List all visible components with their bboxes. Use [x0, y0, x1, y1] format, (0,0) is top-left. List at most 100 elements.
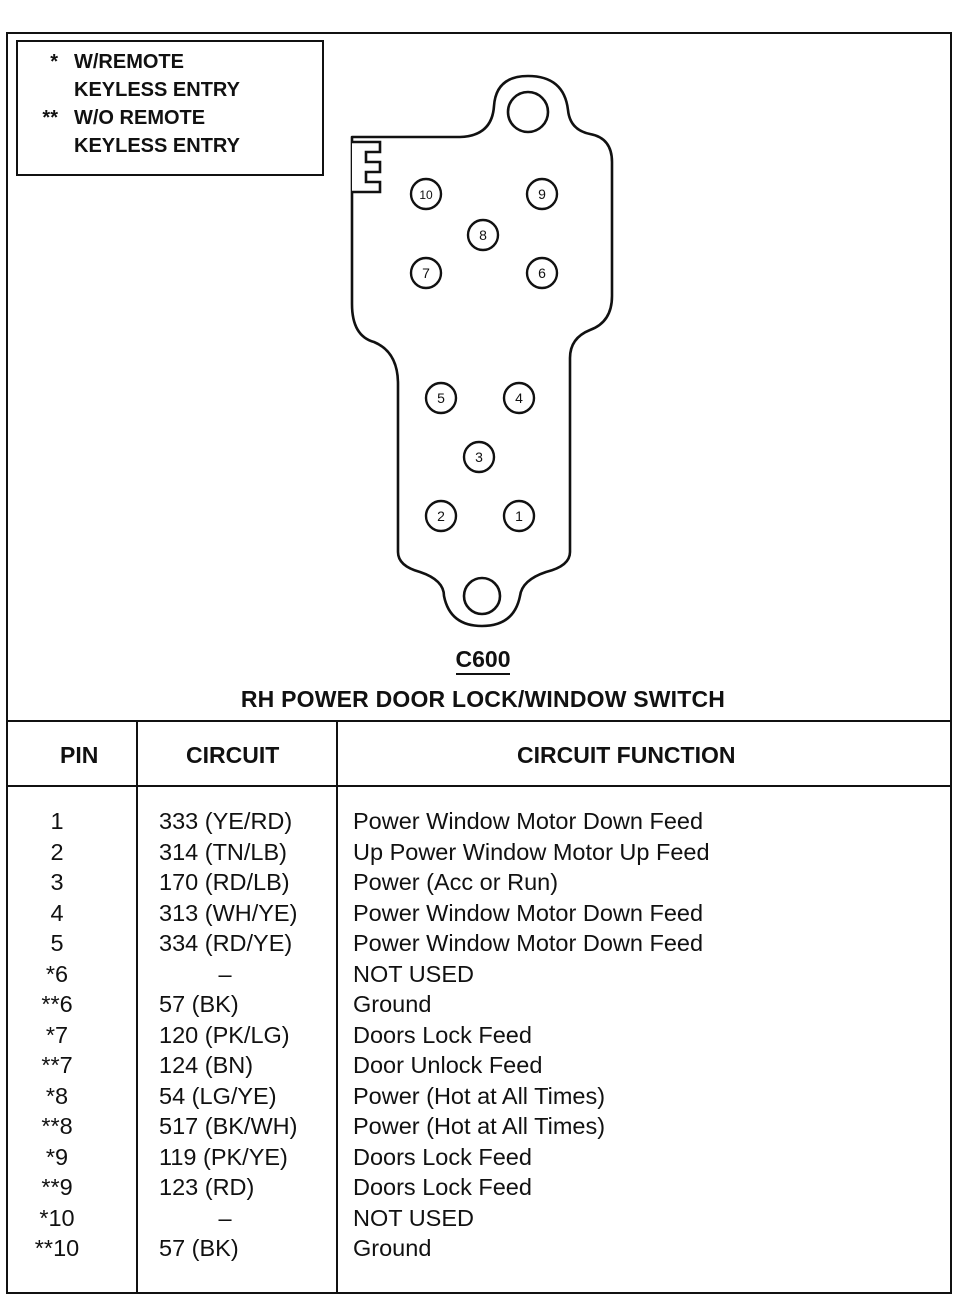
pin-cell: 4: [50, 899, 64, 926]
pin-number-label: 1: [515, 508, 523, 524]
table-row: **10 57 (BK) Ground: [0, 1235, 950, 1266]
function-cell: Door Unlock Feed: [353, 1052, 543, 1078]
function-cell: Doors Lock Feed: [353, 1174, 532, 1200]
pin-circle: [525, 256, 559, 290]
pin-cavity-6: 6: [525, 256, 559, 290]
pin-cell: *7: [45, 1021, 69, 1048]
diagram-frame: [6, 32, 952, 1294]
table-top-rule: [6, 720, 952, 722]
pin-cell: *9: [45, 1143, 69, 1170]
pin-number-label: 8: [479, 227, 487, 243]
legend-mark: *: [50, 51, 58, 73]
circuit-cell: 334 (RD/YE): [159, 930, 293, 956]
table-row: 4 313 (WH/YE) Power Window Motor Down Fe…: [0, 900, 950, 931]
pin-number-label: 3: [475, 449, 483, 465]
function-cell: Doors Lock Feed: [353, 1143, 532, 1170]
function-cell: Power (Acc or Run): [353, 869, 559, 895]
function-cell: NOT USED: [353, 1204, 474, 1231]
pin-cell: **8: [41, 1113, 73, 1139]
connector-id: C600: [0, 646, 966, 675]
table-col-divider-2: [336, 720, 338, 1294]
pin-number-label: 10: [419, 188, 433, 202]
table-row: **9 123 (RD) Doors Lock Feed: [0, 1174, 950, 1205]
connector-outline: [350, 74, 614, 628]
legend-label: W/O REMOTE: [74, 107, 206, 129]
legend-mark: **: [42, 107, 58, 129]
header-circuit: CIRCUIT: [186, 742, 280, 768]
pin-cell: 2: [50, 838, 64, 865]
circuit-cell: 119 (PK/YE): [159, 1143, 288, 1170]
pin-cavity-9: 9: [525, 177, 559, 211]
pin-cavity-8: 8: [466, 218, 500, 252]
table-row: *8 54 (LG/YE) Power (Hot at All Times): [0, 1083, 950, 1114]
pin-cell: *10: [39, 1204, 75, 1231]
connector-title: RH POWER DOOR LOCK/WINDOW SWITCH: [240, 686, 726, 712]
circuit-cell: –: [218, 1204, 232, 1231]
circuit-cell: 517 (BK/WH): [159, 1113, 298, 1139]
pin-cell: *8: [45, 1082, 69, 1109]
circuit-cell: 120 (PK/LG): [159, 1021, 290, 1048]
table-row: 1 333 (YE/RD) Power Window Motor Down Fe…: [0, 808, 950, 839]
header-pin: PIN: [60, 742, 99, 768]
pin-cell: **10: [34, 1235, 80, 1261]
circuit-cell: 54 (LG/YE): [159, 1082, 277, 1109]
circuit-cell: –: [218, 960, 232, 987]
function-cell: Power Window Motor Down Feed: [353, 930, 704, 956]
function-cell: Ground: [353, 1235, 432, 1261]
table-header-rule: [6, 785, 952, 787]
circuit-cell: 57 (BK): [159, 1235, 239, 1261]
pin-cell: **6: [41, 991, 73, 1017]
function-cell: Power (Hot at All Times): [353, 1082, 606, 1109]
pin-circle: [409, 256, 443, 290]
connector-key-notch: [352, 140, 382, 194]
function-cell: Power (Hot at All Times): [353, 1113, 606, 1139]
pin-number-label: 2: [437, 508, 445, 524]
pin-circle: [466, 218, 500, 252]
table-row: **7 124 (BN) Door Unlock Feed: [0, 1052, 950, 1083]
pin-cell: *6: [45, 960, 69, 987]
pin-cavity-4: 4: [502, 381, 536, 415]
function-cell: Doors Lock Feed: [353, 1021, 532, 1048]
circuit-cell: 313 (WH/YE): [159, 899, 298, 926]
pin-circle: [525, 177, 559, 211]
table-row: **8 517 (BK/WH) Power (Hot at All Times): [0, 1113, 950, 1144]
pin-cavity-10: 10: [409, 177, 443, 211]
pin-cavity-5: 5: [424, 381, 458, 415]
pin-cavity-2: 2: [424, 499, 458, 533]
table-row: *9 119 (PK/YE) Doors Lock Feed: [0, 1144, 950, 1175]
pin-cell: 5: [50, 930, 64, 956]
pin-circle: [424, 381, 458, 415]
pin-circle: [462, 440, 496, 474]
circuit-cell: 124 (BN): [159, 1052, 254, 1078]
legend-label: W/REMOTE: [74, 51, 184, 73]
pin-circle: [502, 499, 536, 533]
circuit-cell: 333 (YE/RD): [159, 808, 293, 834]
circuit-cell: 57 (BK): [159, 991, 239, 1017]
pin-circle: [424, 499, 458, 533]
connector-face-drawing: 1 2 3 4 5 6 7 8 9 10: [350, 74, 614, 628]
pin-circle: [409, 177, 443, 211]
legend-label: KEYLESS ENTRY: [74, 79, 240, 101]
mounting-hole-top: [506, 90, 550, 134]
pin-cavity-3: 3: [462, 440, 496, 474]
circuit-cell: 314 (TN/LB): [159, 838, 287, 865]
circuit-cell: 123 (RD): [159, 1174, 255, 1200]
pin-cavity-1: 1: [502, 499, 536, 533]
pin-number-label: 6: [538, 265, 546, 281]
table-row: **6 57 (BK) Ground: [0, 991, 950, 1022]
header-circuit-function: CIRCUIT FUNCTION: [517, 742, 736, 768]
table-col-divider-1: [136, 720, 138, 1294]
pin-number-label: 4: [515, 390, 523, 406]
table-row: 2 314 (TN/LB) Up Power Window Motor Up F…: [0, 839, 950, 870]
mounting-hole-bottom: [462, 576, 502, 616]
pin-cell: **9: [41, 1174, 73, 1200]
pin-cell: 1: [50, 808, 64, 834]
function-cell: Power Window Motor Down Feed: [353, 808, 704, 834]
pin-number-label: 5: [437, 390, 445, 406]
pin-circle: [502, 381, 536, 415]
pin-cell: **7: [41, 1052, 73, 1078]
pin-number-label: 9: [538, 186, 546, 202]
pin-number-label: 7: [422, 265, 430, 281]
pin-cavity-7: 7: [409, 256, 443, 290]
function-cell: Up Power Window Motor Up Feed: [353, 838, 710, 865]
